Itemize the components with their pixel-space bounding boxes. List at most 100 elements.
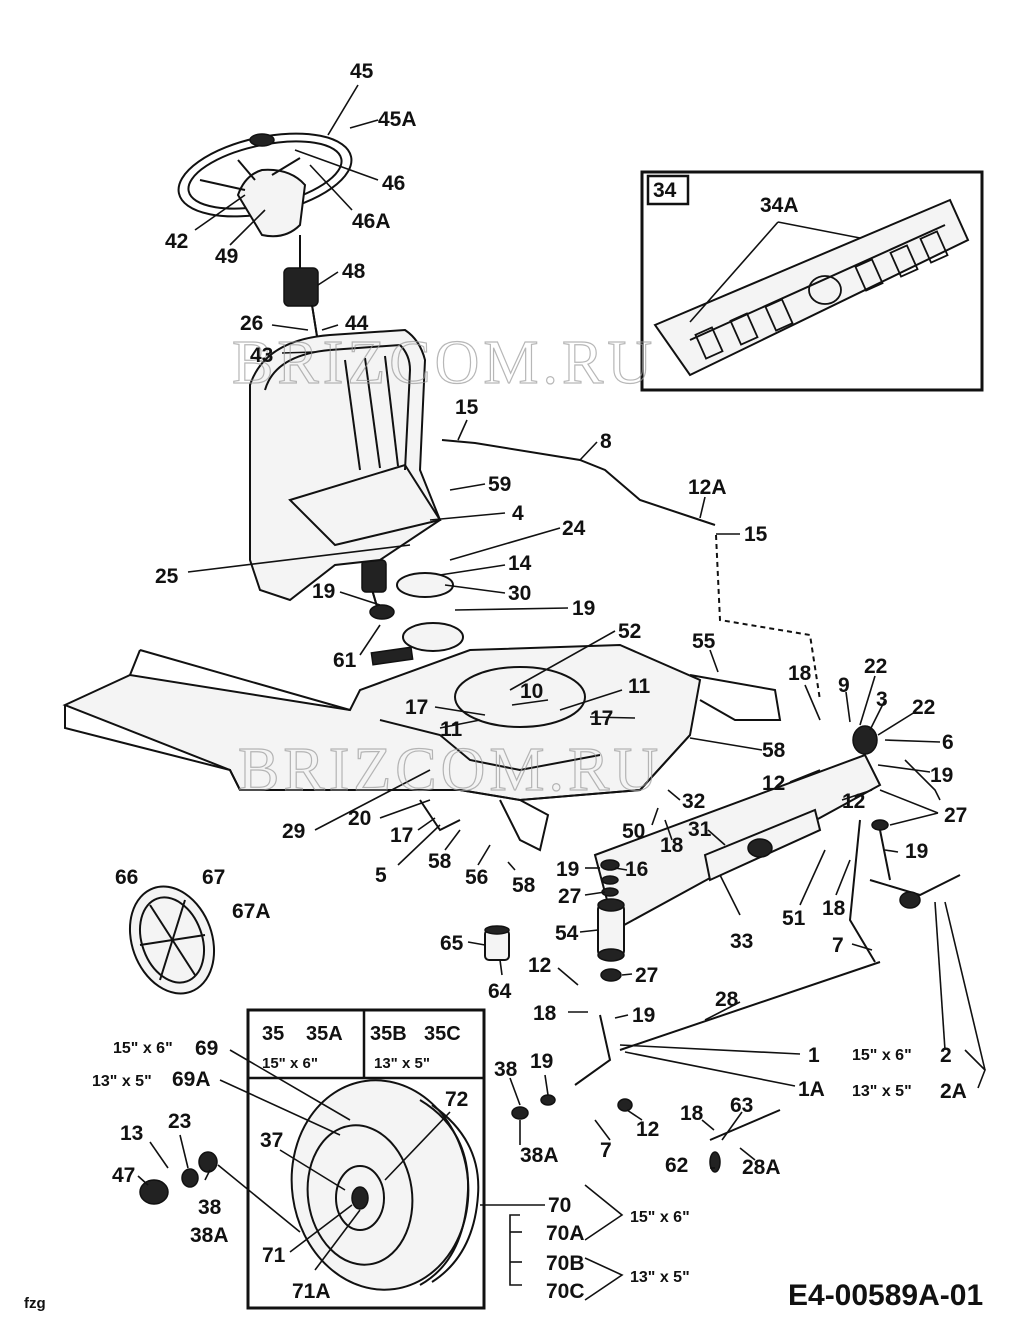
frame	[62, 643, 782, 852]
label-69: 69	[195, 1037, 218, 1060]
label-19-d: 19	[556, 858, 579, 881]
label-19-a: 19	[312, 580, 335, 603]
label-17-a: 17	[405, 696, 428, 719]
label-70: 70	[548, 1194, 571, 1217]
label-46a: 46A	[352, 210, 391, 233]
steering-wheel	[177, 132, 353, 238]
label-12-a: 12	[762, 772, 785, 795]
table-size-15x6: 15" x 6"	[262, 1055, 318, 1072]
table-35c: 35C	[424, 1023, 461, 1045]
label-69a: 69A	[172, 1068, 211, 1091]
label-12-c: 12	[528, 954, 551, 977]
label-67a: 67A	[232, 900, 271, 923]
label-59: 59	[488, 473, 511, 496]
label-31: 31	[688, 818, 712, 841]
label-50: 50	[622, 820, 645, 843]
label-19-f: 19	[632, 1004, 655, 1027]
label-32: 32	[682, 790, 705, 813]
label-4: 4	[512, 502, 524, 525]
label-58-c: 58	[512, 874, 536, 897]
label-29: 29	[282, 820, 305, 843]
label-22-b: 22	[912, 696, 935, 719]
leader-lines	[137, 84, 986, 1271]
inset-box-34	[640, 170, 984, 392]
label-7-a: 7	[832, 934, 844, 957]
label-43: 43	[250, 344, 273, 367]
label-67: 67	[202, 866, 225, 889]
label-45: 45	[350, 60, 374, 83]
front-axle	[574, 725, 961, 1141]
table-35b: 35B	[370, 1023, 407, 1045]
label-20: 20	[348, 807, 371, 830]
label-70a: 70A	[546, 1222, 585, 1245]
label-55: 55	[692, 630, 716, 653]
label-1a: 1A	[798, 1078, 825, 1101]
label-18-d: 18	[533, 1002, 557, 1025]
label-38-b: 38	[198, 1196, 222, 1219]
watermark-bottom: BRIZCOM.RU	[238, 736, 662, 804]
label-7-b: 7	[600, 1139, 612, 1162]
size-13x5-left: 13" x 5"	[92, 1073, 152, 1090]
label-17-c: 17	[390, 824, 413, 847]
label-30: 30	[508, 582, 531, 605]
label-54: 54	[555, 922, 579, 945]
label-27-c: 27	[635, 964, 658, 987]
label-61: 61	[333, 649, 357, 672]
label-42: 42	[165, 230, 188, 253]
size-15x6-right: 15" x 6"	[852, 1047, 912, 1064]
label-27-a: 27	[944, 804, 967, 827]
size-notes: 15" x 6" 13" x 5" 15" x 6" 13" x 5" 15" …	[92, 1040, 912, 1286]
label-38a-left: 38A	[190, 1224, 229, 1247]
label-70b: 70B	[546, 1252, 585, 1275]
label-26: 26	[240, 312, 263, 335]
label-25: 25	[155, 565, 179, 588]
label-22-a: 22	[864, 655, 887, 678]
size-13x5-tire: 13" x 5"	[630, 1269, 690, 1286]
table-size-13x5: 13" x 5"	[374, 1055, 430, 1072]
label-3: 3	[876, 688, 888, 711]
label-14: 14	[508, 552, 532, 575]
table-35a: 35A	[306, 1023, 343, 1045]
label-12a: 12A	[688, 476, 727, 499]
label-72: 72	[445, 1088, 468, 1111]
table-35: 35	[262, 1023, 284, 1045]
label-12-d: 12	[636, 1118, 659, 1141]
label-58-a: 58	[762, 739, 786, 762]
label-19-c: 19	[930, 764, 953, 787]
size-13x5-right: 13" x 5"	[852, 1083, 912, 1100]
label-10: 10	[520, 680, 543, 703]
label-34: 34	[653, 179, 677, 202]
label-65: 65	[440, 932, 464, 955]
label-18-a: 18	[788, 662, 812, 685]
label-37: 37	[260, 1129, 283, 1152]
label-15-right: 15	[744, 523, 768, 546]
label-18-b: 18	[660, 834, 684, 857]
label-1: 1	[808, 1044, 820, 1067]
label-47: 47	[112, 1164, 135, 1187]
label-70c: 70C	[546, 1280, 585, 1303]
label-64: 64	[488, 980, 512, 1003]
footer-left-text: fzg	[24, 1295, 46, 1312]
size-15x6-left: 15" x 6"	[113, 1040, 173, 1057]
label-34a: 34A	[760, 194, 799, 217]
label-15-top: 15	[455, 396, 479, 419]
watermark-top: BRIZCOM.RU	[232, 329, 656, 397]
label-2: 2	[940, 1044, 952, 1067]
hubcap	[128, 885, 216, 995]
label-18-c: 18	[822, 897, 846, 920]
label-5: 5	[375, 864, 387, 887]
label-45a: 45A	[378, 108, 417, 131]
document-id: E4-00589A-01	[788, 1279, 983, 1312]
label-2a: 2A	[940, 1080, 967, 1103]
wheel-table-text: 35 35A 15" x 6" 35B 35C 13" x 5"	[262, 1023, 461, 1072]
label-28a: 28A	[742, 1156, 781, 1179]
label-11-b: 11	[440, 718, 463, 741]
label-63: 63	[730, 1094, 753, 1117]
part-labels: 45 45A 46 46A 42 49 48 26 44 43 15 8 12A…	[112, 60, 967, 1303]
label-62: 62	[665, 1154, 688, 1177]
label-11-a: 11	[628, 675, 651, 698]
label-71a: 71A	[292, 1280, 331, 1303]
label-23: 23	[168, 1110, 191, 1133]
